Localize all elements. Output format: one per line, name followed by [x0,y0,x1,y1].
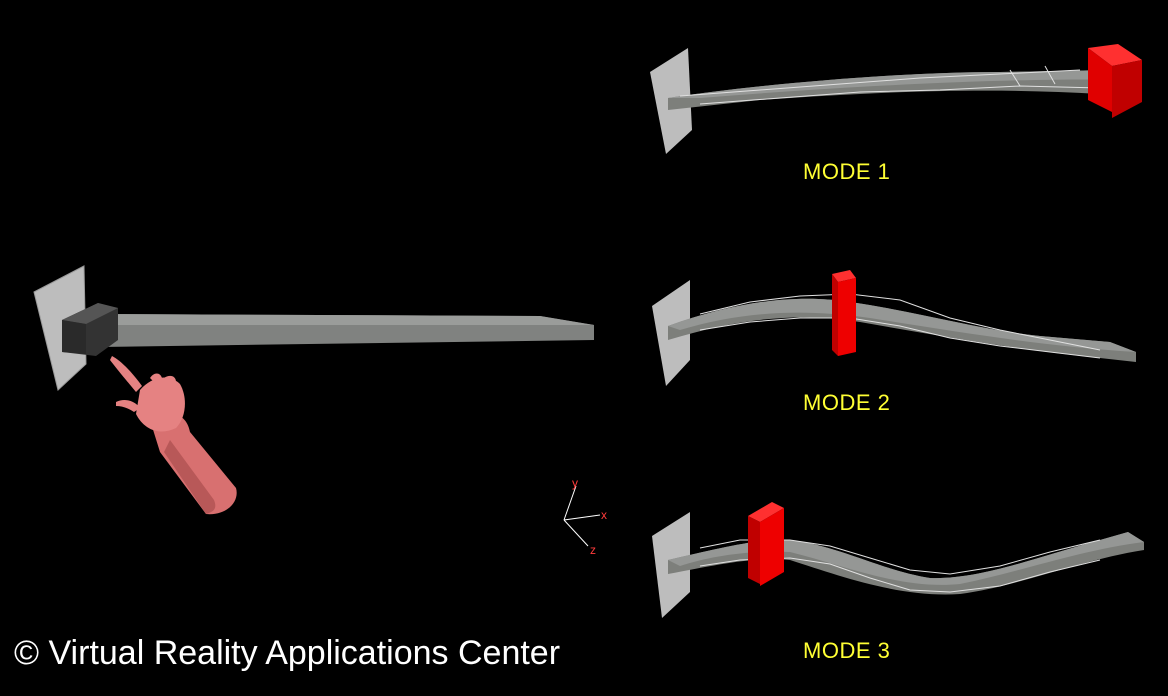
mode-2-mass [832,270,856,356]
mode-3-model[interactable] [652,502,1144,618]
main-wall-plate [33,265,87,391]
mode-1-label: MODE 1 [803,159,891,184]
mode-2-wireframe [699,293,1101,351]
axis-y-label: y [572,476,578,490]
axis-x-label: x [601,508,607,522]
axis-triad: y x z [563,476,607,557]
mode-3-mass [748,502,784,586]
mode-2-beam [668,298,1136,362]
mode-3-label: MODE 3 [803,638,891,663]
mode-1-model[interactable] [650,44,1142,154]
mode-1-wireframe [679,69,1081,97]
main-cantilever-model[interactable] [33,265,594,391]
mode-3-beam [668,532,1144,595]
axis-z-label: z [590,543,596,557]
mode-2-model[interactable] [652,270,1136,386]
mode-2-label: MODE 2 [803,390,891,415]
copyright-text: © Virtual Reality Applications Center [14,634,561,672]
virtual-hand[interactable] [110,356,237,515]
mode-1-mass [1088,44,1142,118]
